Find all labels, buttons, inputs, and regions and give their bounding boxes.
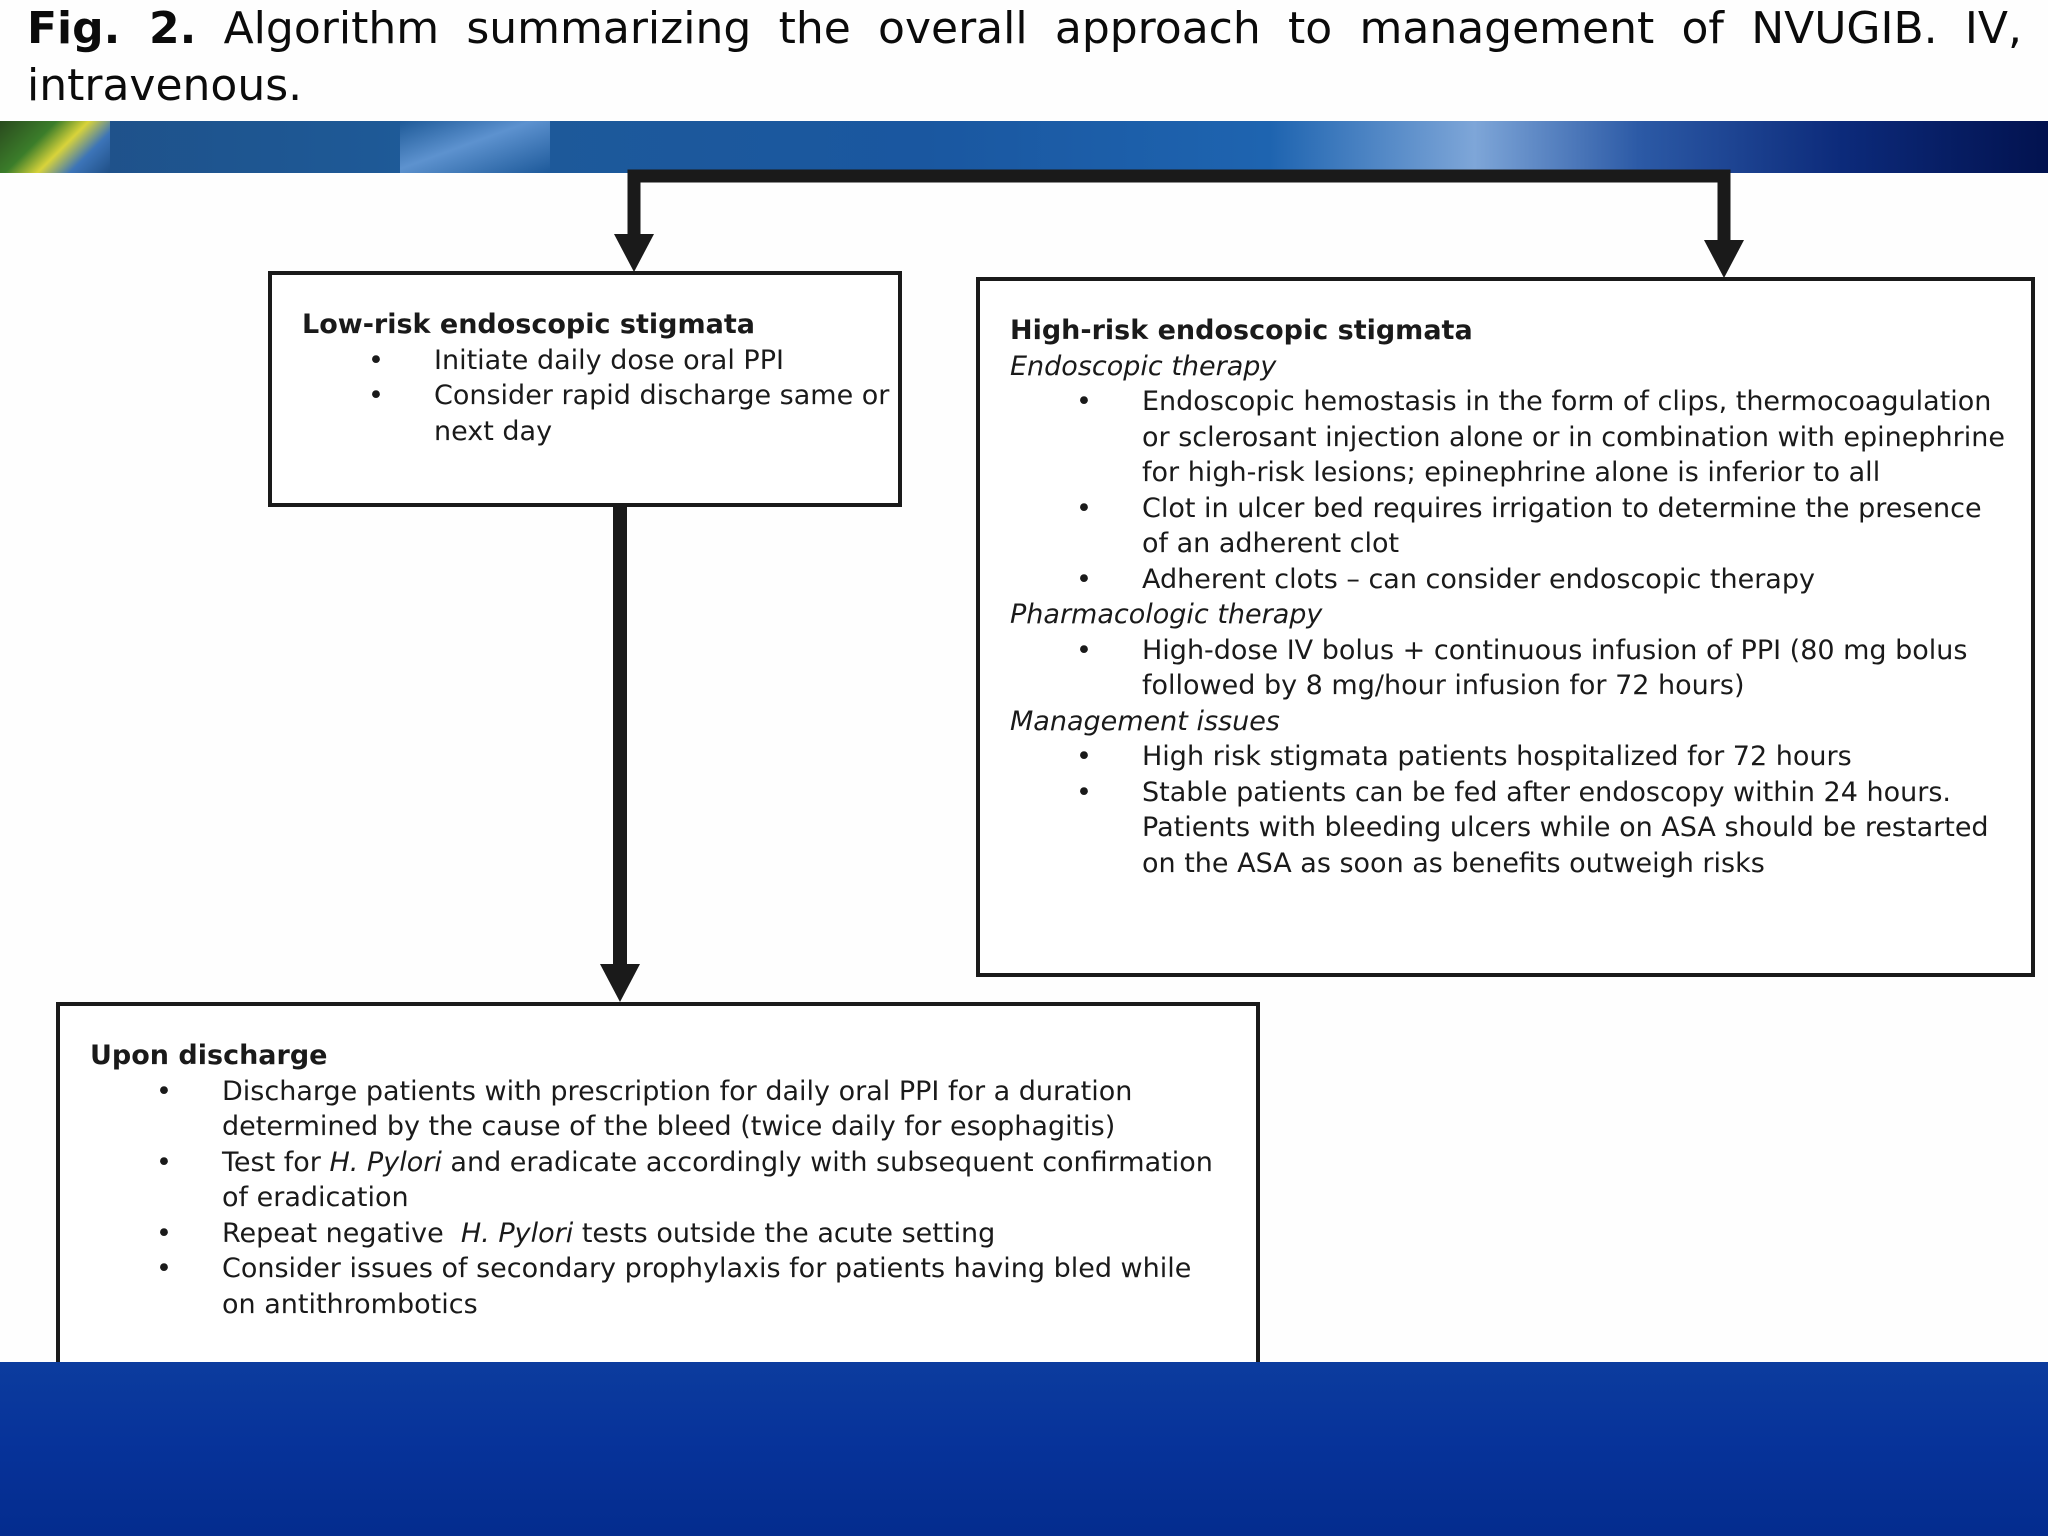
discharge-bullet-list: • Discharge patients with prescription fo…: [90, 1074, 1256, 1323]
low-risk-bullet-list: • Initiate daily dose oral PPI • Consider …: [302, 343, 898, 450]
bullet-icon: •: [1076, 386, 1092, 417]
bullet-icon: •: [156, 1217, 172, 1249]
high-risk-title: High-risk endoscopic stigmata: [1010, 315, 1473, 346]
high-risk-box: High-risk endoscopic stigmata Endoscopic…: [976, 277, 2035, 977]
bullet-icon: •: [1076, 741, 1092, 772]
discharge-title: Upon discharge: [90, 1040, 328, 1071]
discharge-bullet-text: Repeat negative: [222, 1217, 461, 1249]
bullet-icon: •: [1076, 634, 1092, 666]
list-item: • Endoscopic hemostasis in the form of cl…: [1010, 384, 2031, 491]
list-item: • High-dose IV bolus + continuous infusio…: [1010, 633, 2031, 704]
footer-decorative-band: [0, 1362, 2048, 1536]
figure-label: Fig. 2.: [27, 3, 197, 54]
high-risk-bullet-text: Clot in ulcer bed requires irrigation to…: [1142, 492, 1982, 560]
list-item: • Consider rapid discharge same or next d…: [302, 378, 898, 449]
high-risk-bullet-text: High risk stigmata patients hospitalized…: [1142, 741, 1852, 772]
high-risk-bullet-text: Adherent clots – can consider endoscopic…: [1142, 563, 1815, 595]
list-item: • High risk stigmata patients hospitalize…: [1010, 739, 2031, 775]
figure-caption: Fig. 2. Algorithm summarizing the overal…: [27, 0, 2022, 114]
list-item: • Consider issues of secondary prophylaxi…: [90, 1251, 1256, 1322]
bullet-icon: •: [368, 344, 384, 376]
header-graphic-streak: [400, 121, 550, 173]
discharge-bullet-text: tests outside the acute setting: [573, 1217, 996, 1249]
endoscopic-therapy-list: • Endoscopic hemostasis in the form of cl…: [1010, 384, 2031, 597]
discharge-bullet-italic: H. Pylori: [329, 1146, 442, 1178]
discharge-box: Upon discharge • Discharge patients with …: [56, 1002, 1260, 1372]
discharge-bullet-text: and eradicate accordingly with subsequen…: [222, 1146, 1213, 1214]
section-heading-pharmacologic-therapy: Pharmacologic therapy: [1010, 599, 1323, 630]
high-risk-bullet-text: Endoscopic hemostasis in the form of cli…: [1142, 386, 2005, 488]
list-item: • Test for H. Pylori and eradicate accord…: [90, 1145, 1256, 1216]
pharmacologic-therapy-list: • High-dose IV bolus + continuous infusio…: [1010, 633, 2031, 704]
header-graphic-left: [0, 121, 110, 173]
list-item: • Discharge patients with prescription fo…: [90, 1074, 1256, 1145]
bullet-icon: •: [368, 380, 384, 411]
bullet-icon: •: [156, 1146, 172, 1178]
bullet-icon: •: [1076, 492, 1092, 524]
management-issues-list: • High risk stigmata patients hospitalize…: [1010, 739, 2031, 881]
header-decorative-band: [0, 121, 2048, 173]
section-heading-endoscopic-therapy: Endoscopic therapy: [1010, 350, 1277, 382]
discharge-bullet-text: Discharge patients with prescription for…: [222, 1075, 1133, 1143]
list-item: • Initiate daily dose oral PPI: [302, 343, 898, 379]
split-connector-bar: [627, 169, 1731, 183]
bullet-icon: •: [156, 1075, 172, 1107]
bullet-icon: •: [156, 1253, 172, 1284]
high-risk-bullet-text: High-dose IV bolus + continuous infusion…: [1142, 634, 1968, 702]
bullet-icon: •: [1076, 776, 1092, 808]
arrowhead-to-high-risk: [1704, 240, 1744, 278]
low-risk-box: Low-risk endoscopic stigmata • Initiate d…: [268, 271, 902, 507]
list-item: • Clot in ulcer bed requires irrigation t…: [1010, 491, 2031, 562]
bullet-icon: •: [1076, 563, 1092, 595]
figure-caption-text: Algorithm summarizing the overall approa…: [27, 3, 2022, 111]
list-item: • Stable patients can be fed after endosc…: [1010, 775, 2031, 882]
discharge-bullet-text: Consider issues of secondary prophylaxis…: [222, 1253, 1192, 1320]
low-risk-bullet-text: Initiate daily dose oral PPI: [434, 344, 784, 376]
list-item: • Repeat negative H. Pylori tests outside…: [90, 1216, 1256, 1252]
arrowhead-to-discharge: [600, 964, 640, 1002]
list-item: • Adherent clots – can consider endoscopi…: [1010, 562, 2031, 598]
discharge-bullet-text: Test for: [222, 1146, 330, 1178]
arrowhead-to-low-risk: [614, 234, 654, 272]
discharge-bullet-italic: H. Pylori: [460, 1217, 574, 1249]
low-risk-title: Low-risk endoscopic stigmata: [302, 309, 755, 340]
section-heading-management-issues: Management issues: [1010, 705, 1280, 737]
low-risk-bullet-text: Consider rapid discharge same or next da…: [434, 380, 890, 447]
high-risk-bullet-text: Stable patients can be fed after endosco…: [1142, 776, 1989, 879]
